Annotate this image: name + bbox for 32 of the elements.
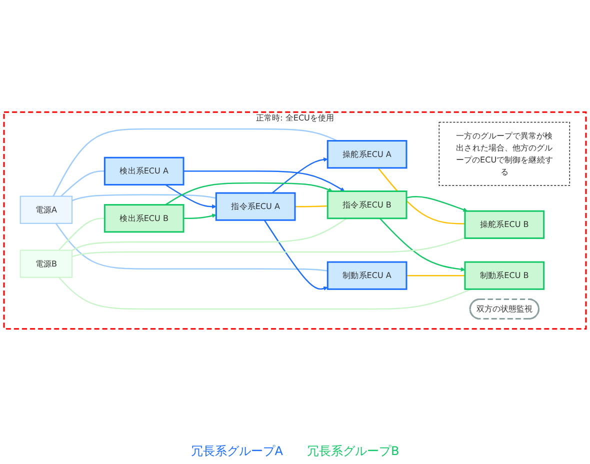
arrow — [184, 214, 216, 219]
arrow — [264, 220, 328, 291]
arrow — [165, 184, 216, 209]
arrow — [379, 218, 466, 272]
node-box: 制動系ECU A — [326, 261, 408, 290]
node-box: 電源A — [20, 196, 73, 224]
connector — [72, 218, 348, 251]
connector — [60, 170, 105, 197]
node-box: 操舵系ECU A — [326, 140, 408, 169]
connector — [52, 128, 338, 197]
arrow — [406, 196, 468, 212]
arrow — [165, 182, 333, 206]
connector — [58, 218, 105, 251]
node-box: 制動系ECU B — [464, 261, 545, 290]
connector — [295, 205, 328, 208]
connector — [58, 276, 472, 310]
connector — [72, 237, 466, 258]
node-box: 検出系ECU A — [104, 156, 184, 186]
node-box: 指令系ECU B — [326, 190, 408, 220]
connector — [55, 223, 328, 272]
node-box: 一方のグループで異常が検出された場合、他方のグループのECUで制御を継続する — [438, 122, 570, 186]
group-label: 冗長系グループB — [306, 443, 400, 460]
connector — [378, 168, 465, 224]
node-box: 電源B — [20, 250, 73, 278]
arrow — [272, 157, 328, 194]
connector — [72, 194, 216, 202]
node-box: 指令系ECU A — [215, 192, 296, 221]
node-box: 検出系ECU B — [104, 204, 184, 233]
connector — [406, 274, 465, 276]
group-label: 冗長系グループA — [190, 443, 283, 460]
arrow — [184, 170, 345, 192]
node-box: 操舵系ECU B — [464, 210, 545, 239]
